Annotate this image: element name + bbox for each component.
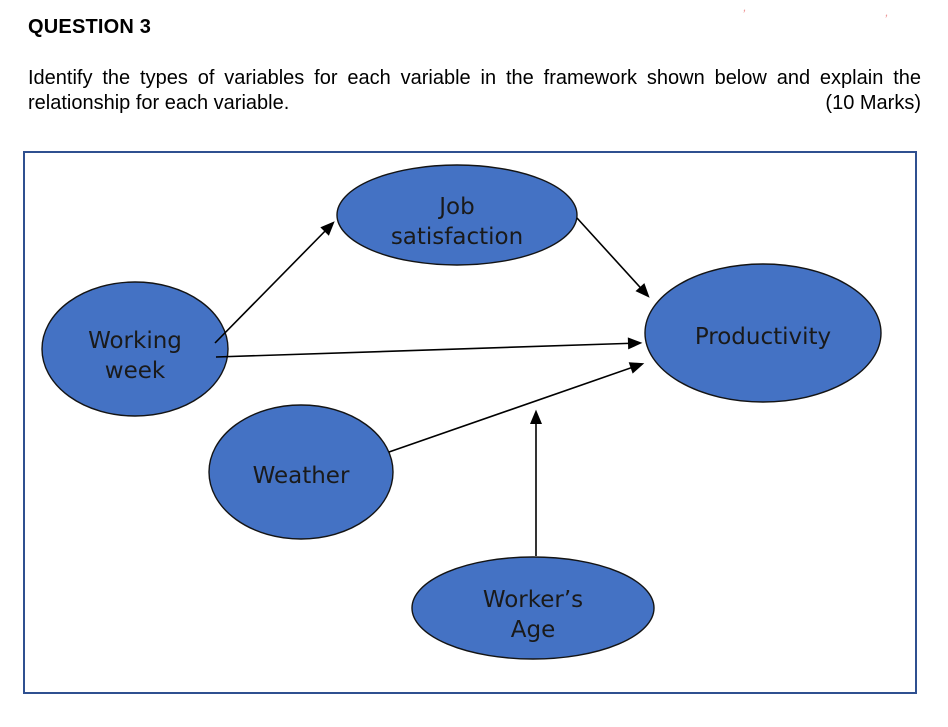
marker-tick-icon: ʼ xyxy=(882,11,889,28)
edge-working-week-to-productivity xyxy=(215,337,643,358)
node-productivity-ellipse xyxy=(644,263,882,403)
node-weather-label: Weather xyxy=(253,463,350,489)
edge-working-week-to-job-satisfaction xyxy=(214,221,335,344)
node-productivity-label: Productivity xyxy=(695,324,831,350)
node-working-week-ellipse xyxy=(41,281,229,417)
marks-label: (10 Marks) xyxy=(825,91,921,114)
question-instruction: Identify the types of variables for each… xyxy=(28,66,921,115)
marker-tick-icon: ʼ xyxy=(740,6,747,23)
node-workers-age-ellipse xyxy=(411,556,655,660)
instruction-text-line1: Identify the types of variables for each… xyxy=(28,67,921,89)
instruction-text-line2: relationship for each variable. (10 Mark… xyxy=(28,91,921,116)
instruction-text-line2-left: relationship for each variable. xyxy=(28,91,290,114)
node-weather-ellipse xyxy=(208,404,394,540)
node-job-satisfaction-ellipse xyxy=(336,164,578,266)
edge-weather-to-productivity xyxy=(388,362,645,453)
edge-job-satisfaction-to-productivity xyxy=(576,217,650,298)
question-title: QUESTION 3 xyxy=(28,16,152,38)
